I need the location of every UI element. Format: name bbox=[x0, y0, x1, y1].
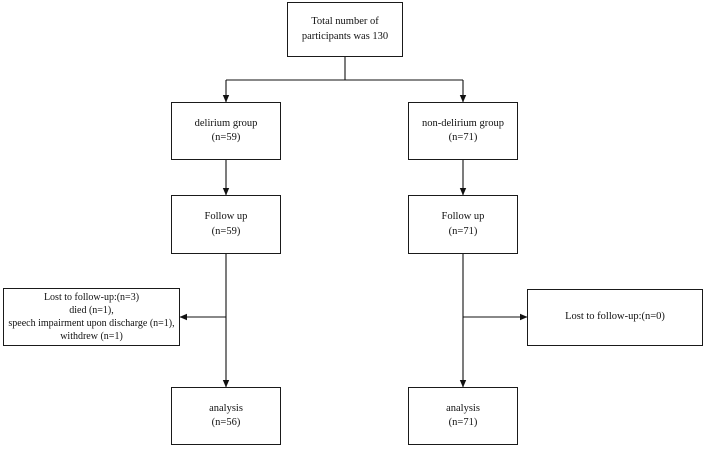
non-delirium-analysis-box: analysis (n=71) bbox=[408, 387, 518, 445]
box-line: speech impairment upon discharge (n=1), bbox=[8, 318, 175, 329]
box-line: withdrew (n=1) bbox=[60, 331, 123, 342]
box-line: participants was 130 bbox=[301, 30, 389, 42]
delirium-group-box: delirium group (n=59) bbox=[171, 102, 281, 160]
box-line: analysis bbox=[209, 402, 243, 414]
box-line: non-delirium group bbox=[422, 117, 504, 129]
box-line: (n=56) bbox=[211, 417, 241, 428]
delirium-followup-box: Follow up (n=59) bbox=[171, 195, 281, 254]
box-line: (n=59) bbox=[211, 225, 241, 237]
box-line: Follow up bbox=[441, 211, 485, 223]
delirium-analysis-box: analysis (n=56) bbox=[171, 387, 281, 445]
box-line: Lost to follow-up:(n=3) bbox=[43, 292, 140, 303]
delirium-lost-box: Lost to follow-up:(n=3) died (n=1), spee… bbox=[3, 288, 180, 346]
non-delirium-lost-box: Lost to follow-up:(n=0) bbox=[527, 289, 703, 346]
box-line: Lost to follow-up:(n=0) bbox=[565, 311, 665, 323]
box-line: Total number of bbox=[311, 16, 379, 28]
non-delirium-group-box: non-delirium group (n=71) bbox=[408, 102, 518, 160]
total-participants-box: Total number of participants was 130 bbox=[287, 2, 403, 57]
box-line: delirium group bbox=[194, 117, 258, 129]
box-line: died (n=1), bbox=[69, 305, 114, 316]
box-line: (n=71) bbox=[448, 225, 478, 237]
box-line: (n=59) bbox=[211, 132, 241, 143]
non-delirium-followup-box: Follow up (n=71) bbox=[408, 195, 518, 254]
box-line: (n=71) bbox=[448, 132, 478, 143]
box-line: (n=71) bbox=[448, 417, 478, 428]
box-line: analysis bbox=[446, 402, 480, 414]
box-line: Follow up bbox=[204, 211, 248, 223]
